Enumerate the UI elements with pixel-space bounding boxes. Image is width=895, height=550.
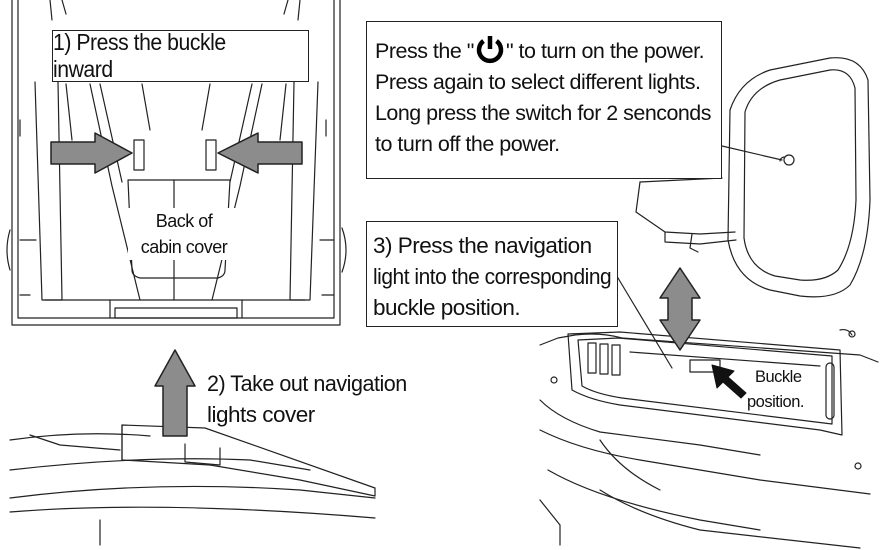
step1-text: 1) Press the buckle inward [53,29,226,82]
callout-leader-power [721,145,783,161]
power-line-4: to turn off the power. [375,132,560,156]
power-switch-module [635,57,871,298]
step3-line-1: 3) Press the navigation [373,233,592,258]
power-line-1: Press the " " to turn on the power. [375,34,713,67]
step2-line-2: lights cover [207,402,315,427]
cabin-cover-label: Back of cabin cover [128,208,240,260]
power-line-2: Press again to select different lights. [375,70,701,94]
step1-callout: 1) Press the buckle inward [52,29,309,82]
buckle-line-1: Buckle [755,368,802,386]
cabin-label-line-1: Back of [155,211,213,231]
step3-line-2: light into the corresponding [373,264,612,289]
power-line-1-before: Press the " [375,39,474,63]
mounting-rail-drawing [539,328,879,549]
buckle-position-label: Buckle position. [747,365,804,415]
power-line-1-after: " to turn on the power. [505,39,705,63]
press-double-arrow [659,267,701,351]
step2-line-1: 2) Take out navigation [207,371,407,396]
step3-line-3: buckle position. [373,295,521,320]
buckle-pointer-arrow [711,364,747,399]
cabin-label-line-2: cabin cover [140,237,228,257]
power-icon [476,36,504,64]
buckle-line-2: position. [747,393,804,411]
press-left-arrow [50,132,133,174]
take-out-up-arrow [154,349,196,437]
lights-cover-drawing [9,424,376,546]
step2-label: 2) Take out navigation lights cover [207,368,416,430]
cabin-cover-drawing [6,0,347,326]
power-line-3: Long press the switch for 2 senconds [375,101,711,125]
press-right-arrow [217,132,303,174]
power-instructions-callout: Press the " " to turn on the power. Press… [366,21,722,179]
step3-callout: 3) Press the navigation light into the c… [366,221,618,327]
